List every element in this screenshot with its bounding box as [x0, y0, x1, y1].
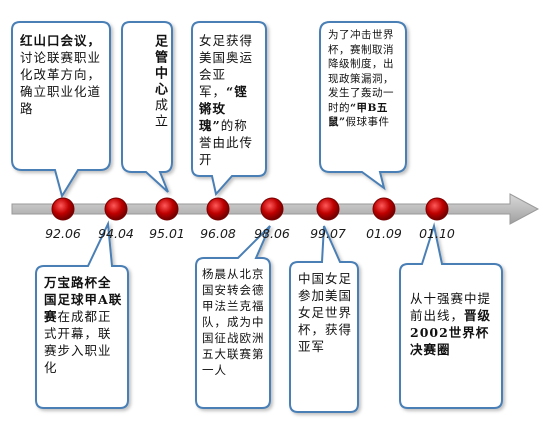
date-label-01-10: 01.10 [419, 226, 455, 241]
timeline-node-01-09 [372, 197, 396, 221]
event-text-92-06: 红山口会议， 讨论联赛职业化改革方向，确立职业化道路 [20, 32, 104, 164]
callout-box-92-06 [11, 21, 111, 199]
date-label-99-07: 99.07 [310, 226, 346, 241]
date-label-92-06: 92.06 [45, 226, 81, 241]
callout-box-99-07 [289, 225, 359, 413]
event-bold: 足管中心 [152, 34, 167, 98]
date-label-98-06: 98.06 [254, 226, 290, 241]
callout-box-94-04 [35, 220, 129, 409]
event-pre: 为了冲击世界杯，赛制取消降级制度，出现政策漏洞，发生了轰动一时的 [328, 29, 394, 114]
date-label-01-09: 01.09 [366, 226, 402, 241]
event-body: 讨论联赛职业化改革方向，确立职业化道路 [20, 50, 102, 116]
event-bold: “铿锵玫瑰” [199, 84, 248, 133]
event-body: 的称誉由此传开 [199, 118, 254, 167]
event-text-95-01: 足管中心成立 [128, 34, 168, 166]
event-bold: 万宝路杯全国足球甲A联赛 [44, 275, 123, 324]
event-bold: 晋级2002世界杯决赛圈 [410, 308, 492, 357]
callout-box-96-08 [191, 21, 267, 197]
event-text-01-10: 从十强赛中提前出线，晋级2002世界杯决赛圈 [410, 290, 496, 402]
event-body: 中国女足参加美国女足世界杯，获得亚军 [298, 271, 353, 354]
event-text-96-08: 女足获得美国奥运会亚军，“铿锵玫瑰”的称誉由此传开 [199, 32, 261, 172]
event-text-01-09: 为了冲击世界杯，赛制取消降级制度，出现政策漏洞，发生了轰动一时的“甲B五鼠”假球… [328, 28, 402, 168]
event-text-98-06: 杨晨从北京国安转会德甲法兰克福队，成为中国征战欧洲五大联赛第一人 [202, 266, 266, 406]
event-pre: 从十强赛中提前出线， [410, 291, 492, 323]
event-body: 杨晨从北京国安转会德甲法兰克福队，成为中国征战欧洲五大联赛第一人 [202, 267, 265, 377]
date-label-94-04: 94.04 [98, 226, 134, 241]
date-label-96-08: 96.08 [200, 226, 236, 241]
timeline-node-01-10 [425, 197, 449, 221]
timeline-node-99-07 [316, 197, 340, 221]
timeline-node-95-01 [155, 197, 179, 221]
callout-box-01-09 [319, 21, 407, 191]
timeline-node-92-06 [51, 197, 75, 221]
timeline-node-94-04 [104, 197, 128, 221]
event-bold: “甲B五鼠” [328, 101, 388, 129]
timeline-node-96-08 [206, 197, 230, 221]
event-body: 假球事件 [345, 116, 390, 128]
event-text-94-04: 万宝路杯全国足球甲A联赛在成都正式开幕，联赛步入职业化 [44, 274, 124, 404]
event-text-99-07: 中国女足参加美国女足世界杯，获得亚军 [298, 270, 354, 408]
timeline-node-98-06 [260, 197, 284, 221]
timeline-nodes [51, 197, 449, 221]
callout-box-95-01 [121, 21, 173, 193]
callout-box-01-10 [399, 222, 503, 409]
date-label-95-01: 95.01 [149, 226, 185, 241]
event-body: 在成都正式开幕，联赛步入职业化 [44, 309, 112, 375]
event-bold: 红山口会议， [20, 33, 102, 48]
event-body: 成立 [152, 98, 167, 130]
event-pre: 女足获得美国奥运会亚军， [199, 33, 254, 99]
callout-box-98-06 [195, 225, 271, 409]
